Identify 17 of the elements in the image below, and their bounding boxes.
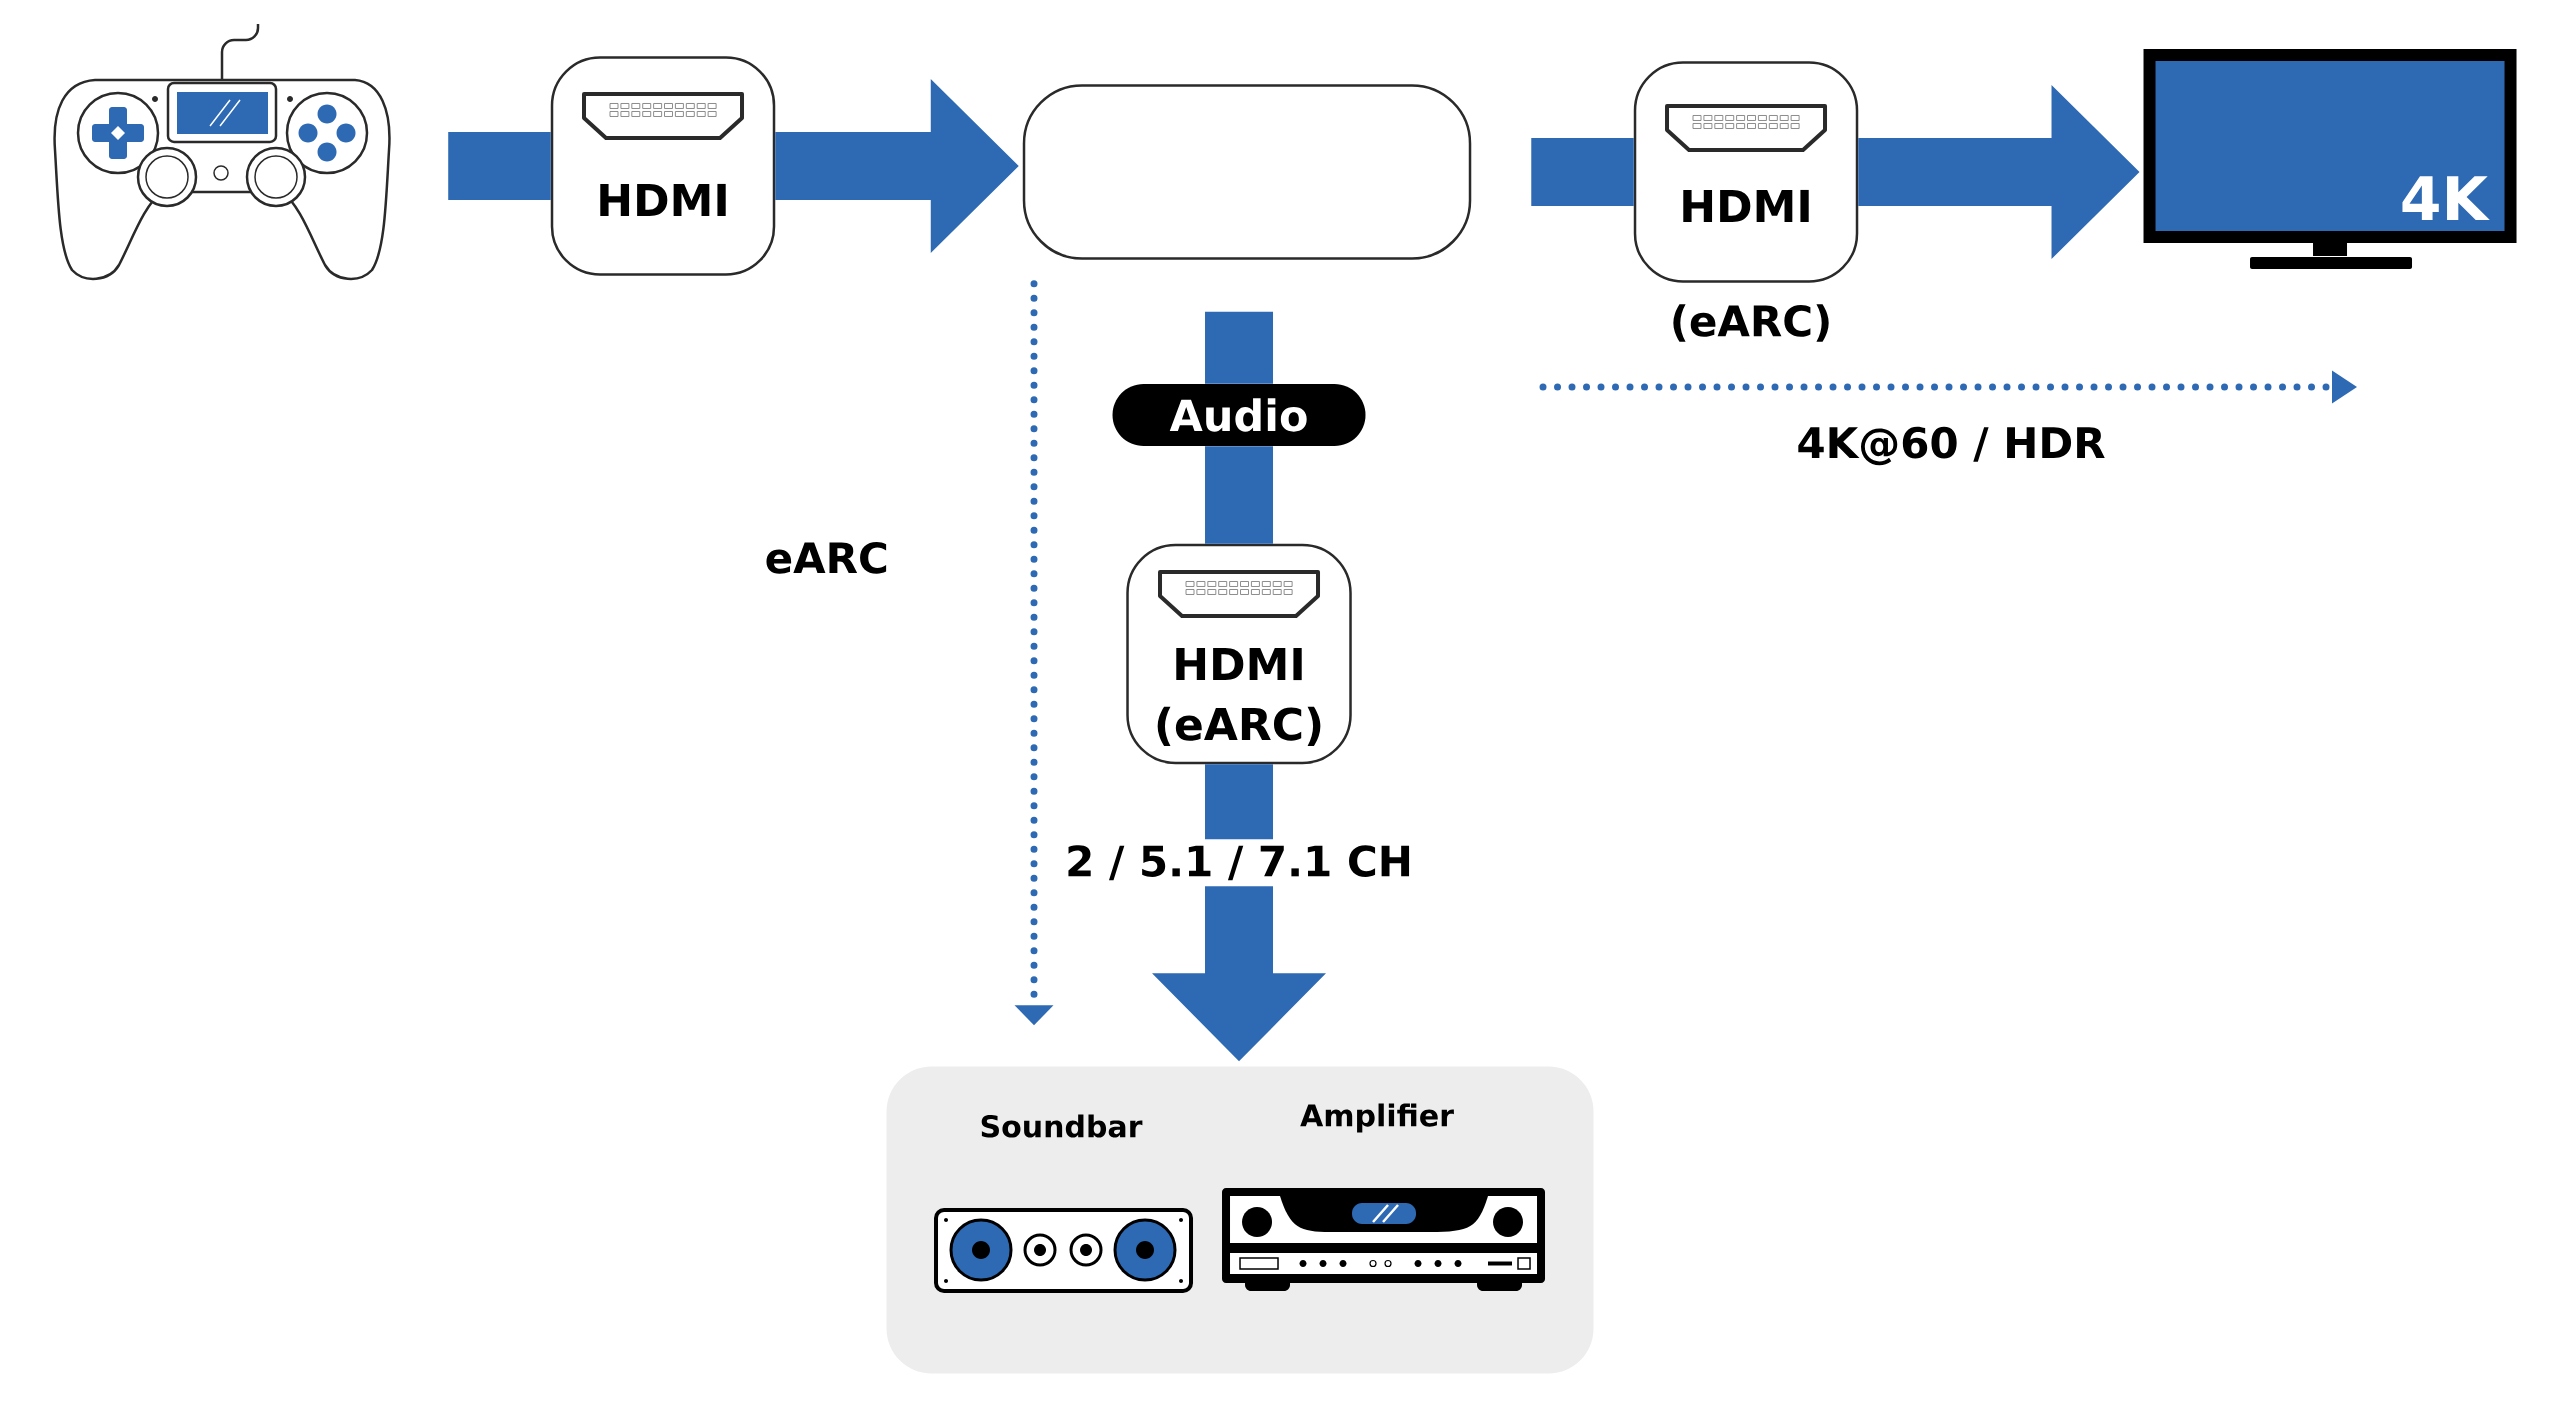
block-arrow (1858, 85, 2140, 259)
signal-label: 4K@60 / HDR (1798, 426, 2105, 466)
tv-monitor: 4K (2143, 49, 2517, 269)
block-arrow (775, 79, 1019, 253)
rounded-box (1022, 84, 1472, 260)
edge-label: eARC (761, 538, 892, 577)
connector (1531, 138, 1634, 206)
connector (448, 132, 551, 200)
device-label: Soundbar (981, 1114, 1143, 1138)
edge-label: 2 / 5.1 / 7.1 CH (1059, 839, 1419, 887)
connector (1205, 446, 1273, 544)
dotted-arrow (1014, 280, 1054, 1026)
connector (1205, 311, 1273, 384)
device-label: Amplifier (1300, 1103, 1454, 1133)
port-caption: (eARC) (1673, 304, 1829, 342)
label-pill: Audio (1112, 384, 1366, 446)
gamepad-picture (53, 24, 391, 281)
